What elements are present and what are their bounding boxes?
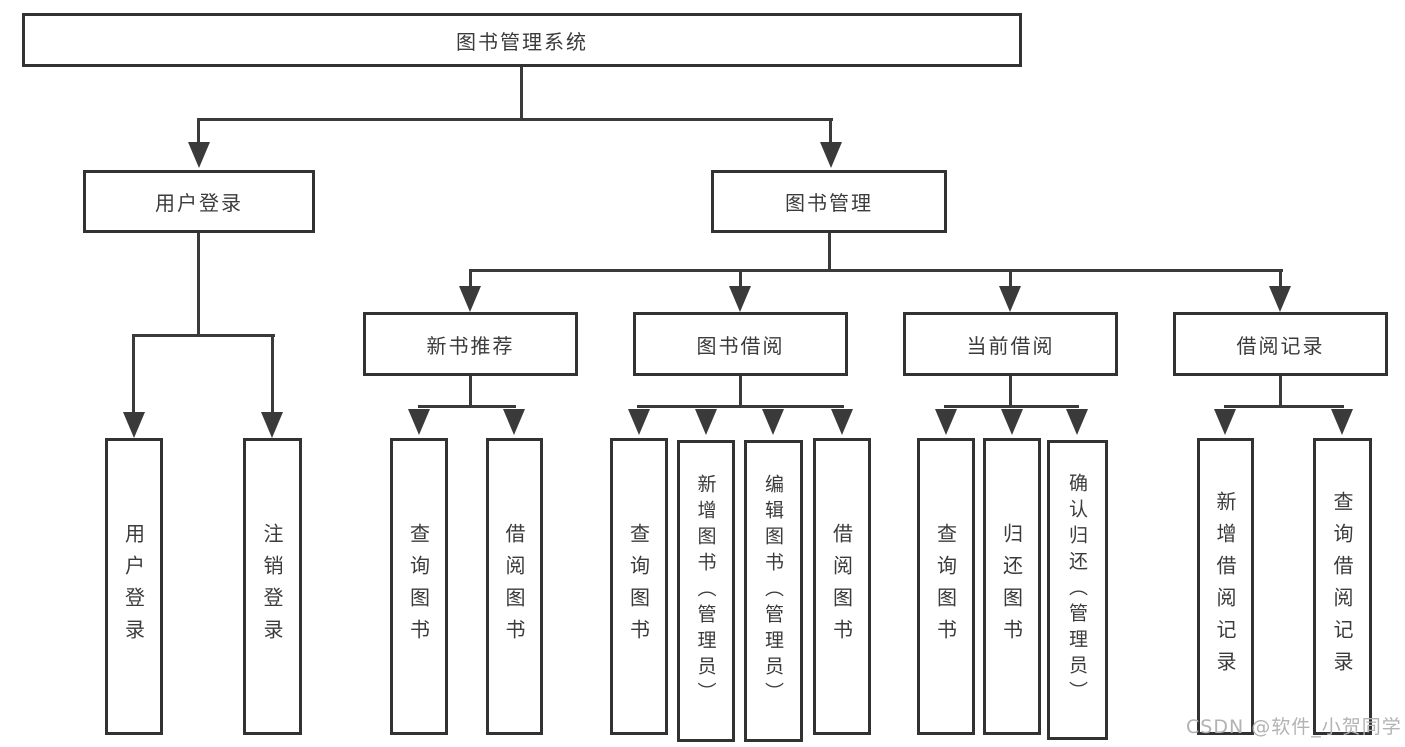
leaf-box-return-book: 归还图书 (983, 438, 1041, 735)
csdn-watermark: CSDN @软件_小贺同学 (1186, 716, 1402, 738)
connector-line (944, 405, 1079, 408)
root-box-library-management-system: 图书管理系统 (22, 13, 1022, 67)
arrowhead-down-icon (729, 286, 751, 312)
connector-line (132, 334, 275, 337)
connector-line (1279, 269, 1282, 288)
leaf-box-edit-book-admin: 编辑图书（管理员） (744, 440, 803, 742)
arrowhead-down-icon (1066, 409, 1088, 435)
connector-line (1279, 376, 1282, 407)
arrowhead-down-icon (1269, 286, 1291, 312)
leaf-box-add-book-admin: 新增图书（管理员） (677, 440, 735, 742)
leaf-box-user-login: 用户登录 (105, 438, 163, 735)
arrowhead-down-icon (1214, 409, 1236, 435)
branch-box-book-management: 图书管理 (711, 170, 947, 233)
leaf-box-borrow-books: 借阅图书 (486, 438, 543, 735)
connector-line (739, 269, 742, 288)
connector-line (469, 376, 472, 407)
connector-line (271, 334, 274, 414)
connector-line (829, 118, 832, 144)
leaf-box-confirm-return-admin: 确认归还（管理员） (1047, 440, 1108, 740)
leaf-box-logout: 注销登录 (243, 438, 302, 735)
module-box-current-borrowing: 当前借阅 (903, 312, 1118, 376)
arrowhead-down-icon (188, 142, 210, 168)
leaf-box-query-borrow-record: 查询借阅记录 (1313, 438, 1372, 735)
arrowhead-down-icon (123, 412, 145, 438)
connector-line (520, 67, 523, 120)
branch-box-user-login: 用户登录 (83, 170, 315, 233)
arrowhead-down-icon (999, 286, 1021, 312)
arrowhead-down-icon (831, 409, 853, 435)
arrowhead-down-icon (695, 409, 717, 435)
connector-line (1009, 376, 1012, 407)
arrowhead-down-icon (1331, 409, 1353, 435)
leaf-box-query-books: 查询图书 (390, 438, 448, 735)
connector-line (637, 405, 844, 408)
connector-line (1009, 269, 1012, 288)
module-box-borrowing-records: 借阅记录 (1173, 312, 1388, 376)
connector-line (197, 118, 200, 144)
connector-line (739, 376, 742, 407)
arrowhead-down-icon (408, 409, 430, 435)
arrowhead-down-icon (628, 409, 650, 435)
leaf-box-query-books: 查询图书 (610, 438, 668, 735)
arrowhead-down-icon (1001, 409, 1023, 435)
leaf-box-borrow-books: 借阅图书 (813, 438, 871, 735)
connector-line (132, 334, 135, 414)
connector-line (197, 118, 833, 121)
arrowhead-down-icon (935, 409, 957, 435)
connector-line (197, 233, 200, 337)
leaf-box-query-books: 查询图书 (917, 438, 975, 735)
connector-line (1224, 405, 1344, 408)
arrowhead-down-icon (503, 409, 525, 435)
connector-line (418, 405, 516, 408)
leaf-box-add-borrow-record: 新增借阅记录 (1197, 438, 1254, 735)
arrowhead-down-icon (762, 409, 784, 435)
module-box-book-borrowing: 图书借阅 (633, 312, 848, 376)
arrowhead-down-icon (459, 286, 481, 312)
arrowhead-down-icon (820, 142, 842, 168)
arrowhead-down-icon (261, 412, 283, 438)
connector-line (469, 269, 1283, 272)
connector-line (469, 269, 472, 288)
connector-line (828, 233, 831, 272)
module-box-new-book-recommend: 新书推荐 (363, 312, 578, 376)
